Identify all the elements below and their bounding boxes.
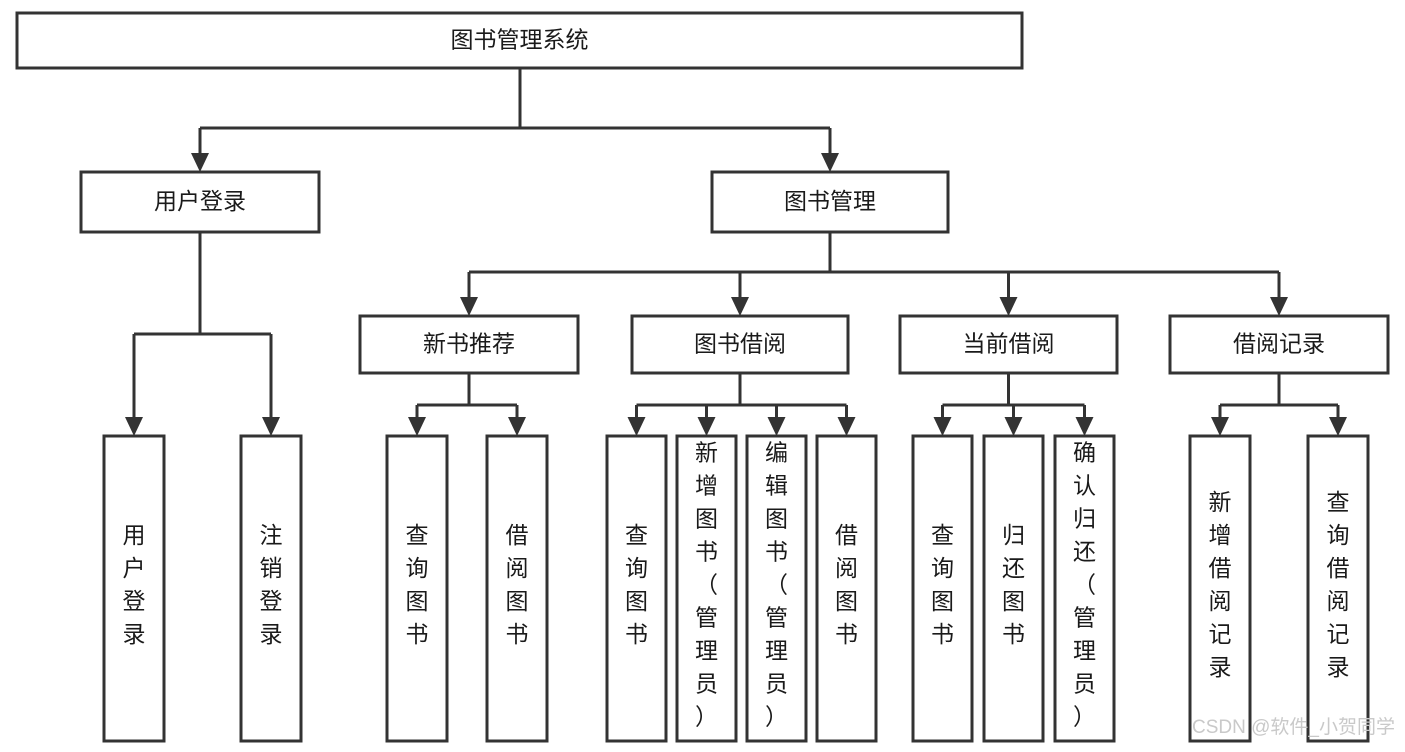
node-new-book-recommend[interactable]: 新书推荐 <box>358 314 580 375</box>
node-rect <box>1053 434 1116 743</box>
node-rect <box>630 314 850 375</box>
node-rect <box>710 170 950 234</box>
node-borrow-records[interactable]: 借阅记录 <box>1168 314 1390 375</box>
node-rect <box>605 434 668 743</box>
arrow-head-icon <box>1004 417 1023 436</box>
node-rect <box>79 170 321 234</box>
node-rect <box>815 434 878 743</box>
arrow-head-icon <box>262 417 280 436</box>
node-rect <box>1306 434 1370 743</box>
node-current-borrow[interactable]: 当前借阅 <box>898 314 1119 375</box>
connector-layer <box>125 68 1347 436</box>
node-rect <box>911 434 974 743</box>
node-rect <box>745 434 808 743</box>
node-rect <box>1168 314 1390 375</box>
node-user-login[interactable]: 用户登录 <box>79 170 321 234</box>
node-label: 新书推荐 <box>423 331 515 357</box>
node-label: 归还图书 <box>1002 522 1025 647</box>
arrow-head-icon <box>460 297 478 316</box>
leaf-leaf-query-book-current[interactable]: 查询图书 <box>911 434 974 743</box>
node-label: 注销登录 <box>260 522 283 647</box>
arrow-head-icon <box>627 417 646 436</box>
arrow-head-icon <box>1211 417 1229 436</box>
arrow-head-icon <box>999 297 1018 316</box>
node-label: 查询图书 <box>406 522 429 647</box>
arrow-head-icon <box>837 417 856 436</box>
leaf-leaf-add-book[interactable]: 新增图书（管理员） <box>675 434 738 743</box>
leaf-leaf-edit-book[interactable]: 编辑图书（管理员） <box>745 434 808 743</box>
node-label: 当前借阅 <box>963 331 1055 357</box>
arrow-head-icon <box>697 417 716 436</box>
leaf-leaf-borrow-book-rec[interactable]: 借阅图书 <box>485 434 549 743</box>
leaf-leaf-return-book[interactable]: 归还图书 <box>982 434 1045 743</box>
csdn-watermark: CSDN @软件_小贺同学 <box>1192 716 1395 738</box>
leaf-leaf-query-book-rec[interactable]: 查询图书 <box>385 434 449 743</box>
leaf-leaf-add-record[interactable]: 新增借阅记录 <box>1188 434 1252 743</box>
node-rect <box>982 434 1045 743</box>
node-label: 图书管理系统 <box>451 27 589 53</box>
arrow-head-icon <box>731 297 749 316</box>
node-label: 查询图书 <box>931 522 954 647</box>
node-label: 新增借阅记录 <box>1209 489 1232 680</box>
arrow-head-icon <box>191 153 209 172</box>
node-root[interactable]: 图书管理系统 <box>15 11 1024 70</box>
node-label: 查询借阅记录 <box>1327 489 1350 680</box>
node-book-borrow[interactable]: 图书借阅 <box>630 314 850 375</box>
leaf-leaf-logout[interactable]: 注销登录 <box>239 434 303 743</box>
node-label: 用户登录 <box>123 522 146 647</box>
node-label: 借阅图书 <box>506 522 529 647</box>
node-label: 确认归还（管理员） <box>1073 440 1096 730</box>
arrow-head-icon <box>767 417 786 436</box>
arrow-head-icon <box>508 417 526 436</box>
node-label: 查询图书 <box>625 522 648 647</box>
node-layer: 图书管理系统用户登录图书管理新书推荐图书借阅当前借阅借阅记录用户登录注销登录查询… <box>15 11 1390 743</box>
leaf-leaf-user-login[interactable]: 用户登录 <box>102 434 166 743</box>
node-rect <box>485 434 549 743</box>
arrow-head-icon <box>408 417 426 436</box>
node-label: 借阅记录 <box>1233 331 1325 357</box>
node-rect <box>239 434 303 743</box>
leaf-leaf-query-record[interactable]: 查询借阅记录 <box>1306 434 1370 743</box>
node-rect <box>15 11 1024 70</box>
arrow-head-icon <box>1329 417 1347 436</box>
node-label: 借阅图书 <box>835 522 858 647</box>
node-rect <box>898 314 1119 375</box>
arrow-head-icon <box>933 417 952 436</box>
arrow-head-icon <box>821 153 839 172</box>
leaf-leaf-confirm-return[interactable]: 确认归还（管理员） <box>1053 434 1116 743</box>
node-rect <box>675 434 738 743</box>
arrow-head-icon <box>1075 417 1094 436</box>
node-rect <box>358 314 580 375</box>
node-book-management[interactable]: 图书管理 <box>710 170 950 234</box>
arrow-head-icon <box>125 417 143 436</box>
node-label: 新增图书（管理员） <box>695 440 718 730</box>
node-rect <box>1188 434 1252 743</box>
node-label: 编辑图书（管理员） <box>765 440 788 730</box>
leaf-leaf-borrow-book[interactable]: 借阅图书 <box>815 434 878 743</box>
node-rect <box>102 434 166 743</box>
node-label: 图书管理 <box>784 188 876 214</box>
node-label: 图书借阅 <box>694 331 786 357</box>
leaf-leaf-query-book-borrow[interactable]: 查询图书 <box>605 434 668 743</box>
node-label: 用户登录 <box>154 188 246 214</box>
node-rect <box>385 434 449 743</box>
arrow-head-icon <box>1270 297 1288 316</box>
